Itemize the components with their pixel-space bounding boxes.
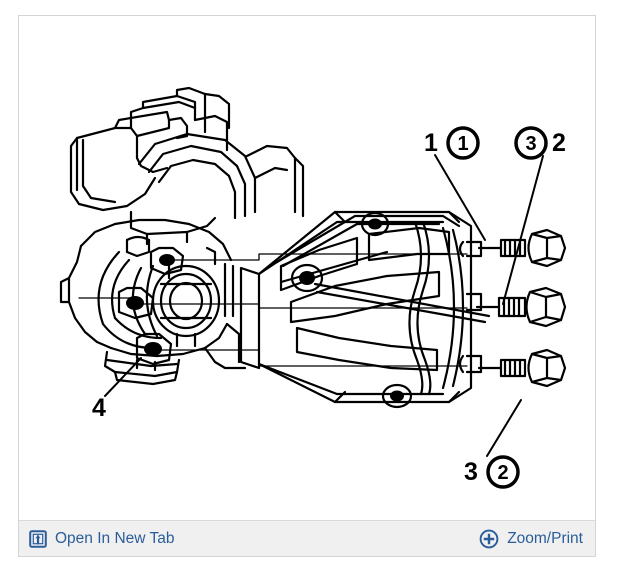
callout-label-1-circled: 1 xyxy=(457,133,468,155)
callout-label-3-circled: 3 xyxy=(525,133,536,155)
callout-circle-2 xyxy=(486,455,520,489)
callout-label-1-plain: 1 xyxy=(424,129,438,157)
callout-label-3-plain: 3 xyxy=(464,458,478,486)
open-in-new-tab-label: Open In New Tab xyxy=(55,529,175,547)
callout-circle-3 xyxy=(514,126,548,160)
open-in-new-tab-link[interactable]: Open In New Tab xyxy=(29,529,175,548)
external-link-icon xyxy=(29,529,47,548)
technical-diagram: 1 1 3 2 3 2 4 xyxy=(59,86,567,489)
callout-label-2-circled: 2 xyxy=(497,462,508,484)
callout-label-2-plain: 2 xyxy=(552,129,566,157)
zoom-print-link[interactable]: Zoom/Print xyxy=(479,529,583,549)
magnify-plus-icon xyxy=(479,529,499,549)
figure-area: 1 1 3 2 3 2 4 xyxy=(19,16,595,520)
figure-toolbar: Open In New Tab Zoom/Print xyxy=(19,520,595,556)
callout-label-4-plain: 4 xyxy=(92,394,106,422)
illustration-panel: 1 1 3 2 3 2 4 xyxy=(18,15,596,557)
zoom-print-label: Zoom/Print xyxy=(507,529,583,547)
callout-circle-1 xyxy=(446,126,480,160)
